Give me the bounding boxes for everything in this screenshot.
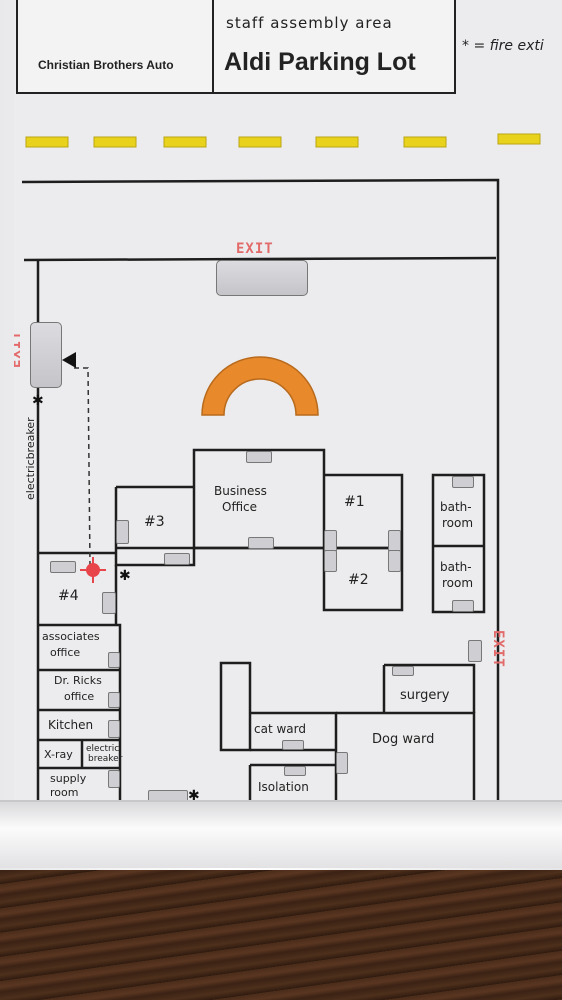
top-exit-label: EXIT [236, 241, 274, 257]
floor-plan-sheet: Christian Brothers Auto staff assembly a… [14, 0, 562, 800]
wooden-table-surface [0, 860, 562, 1000]
left-exit-door [30, 322, 62, 388]
door [284, 766, 306, 776]
fire-extinguisher-legend: * = fire exti [462, 38, 544, 54]
parking-lot-box: staff assembly area Aldi Parking Lot [212, 0, 456, 94]
floor-plan-drawing: ✱ ✱ ✱ [21, 133, 541, 800]
door [102, 592, 116, 614]
bathroom-a-label-2: room [442, 516, 474, 530]
assembly-area-label: staff assembly area [226, 14, 393, 32]
door [108, 770, 120, 788]
bathroom-a-label-1: bath- [440, 500, 472, 514]
neighbor-box: Christian Brothers Auto [16, 0, 216, 94]
road-dashes [25, 133, 541, 148]
door [336, 752, 348, 774]
svg-text:✱: ✱ [119, 568, 131, 584]
door [248, 537, 274, 549]
room-3-label: #3 [144, 514, 165, 530]
top-exit-door [216, 260, 308, 296]
room-2-label: #2 [348, 572, 369, 588]
evacuation-route [74, 367, 91, 567]
door [164, 553, 190, 565]
left-exit-label: EXIT [14, 330, 24, 368]
door [324, 530, 337, 552]
room-4-label: #4 [58, 588, 79, 604]
breaker-small-label-1: electric [86, 744, 120, 754]
bathroom-b-label-1: bath- [440, 560, 472, 574]
supply-room-label-2: room [50, 786, 79, 799]
business-office-label-1: Business [214, 484, 267, 498]
assembly-area-arc [201, 356, 319, 416]
cat-ward-label: cat ward [254, 722, 306, 736]
isolation-label: Isolation [258, 780, 309, 794]
door [116, 520, 129, 544]
door [392, 666, 414, 676]
surgery-label: surgery [400, 688, 450, 703]
door [282, 740, 304, 750]
associates-office-label-1: associates [42, 630, 100, 643]
svg-text:✱: ✱ [188, 788, 200, 800]
fire-extinguisher-icons: ✱ ✱ ✱ [32, 393, 200, 800]
associates-office-label-2: office [50, 646, 81, 659]
parking-lot-label: Aldi Parking Lot [224, 48, 416, 76]
dr-office-label-2: office [64, 690, 95, 703]
bathroom-b-label-2: room [442, 576, 474, 590]
door [388, 530, 401, 552]
frame-bottom-edge [0, 800, 562, 868]
door [388, 550, 401, 572]
door [452, 476, 474, 488]
xray-label: X-ray [44, 748, 73, 761]
door [468, 640, 482, 662]
electric-breaker-label: electricbreaker [24, 417, 37, 500]
supply-room-label-1: supply [50, 772, 87, 785]
door [50, 561, 76, 573]
neighbor-label: Christian Brothers Auto [38, 58, 174, 72]
you-are-here-marker [80, 557, 106, 583]
door [324, 550, 337, 572]
svg-text:✱: ✱ [32, 393, 44, 409]
dog-ward-label: Dog ward [372, 732, 435, 747]
door [108, 652, 120, 668]
dr-office-label-1: Dr. Ricks [54, 674, 102, 687]
kitchen-label: Kitchen [48, 718, 94, 732]
door [246, 451, 272, 463]
route-arrow-icon [62, 352, 76, 368]
breaker-small-label-2: breaker [88, 754, 123, 764]
door [108, 692, 120, 708]
room-1-label: #1 [344, 494, 365, 510]
door [108, 720, 120, 738]
door [452, 600, 474, 612]
door [148, 790, 188, 800]
right-exit-label: EXIT [490, 630, 506, 668]
business-office-label-2: Office [222, 500, 258, 514]
